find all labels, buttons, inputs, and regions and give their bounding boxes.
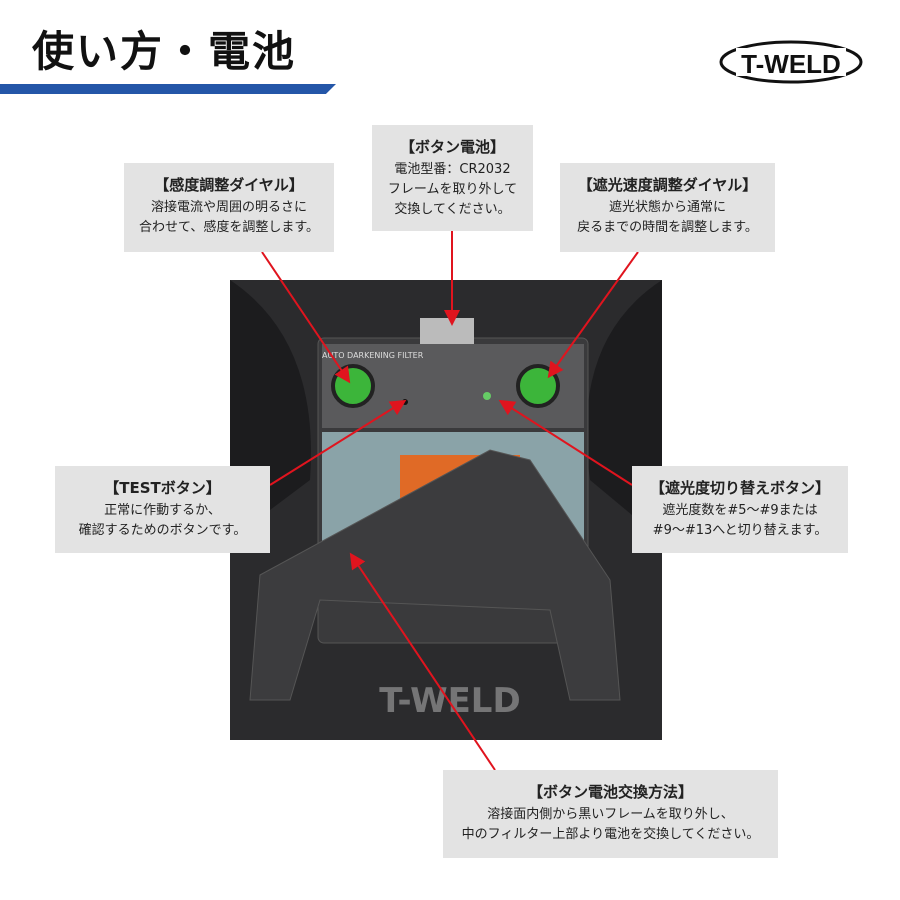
callout-title: 【感度調整ダイヤル】 — [154, 176, 304, 194]
callout-title: 【ボタン電池交換方法】 — [527, 783, 693, 801]
callout-title: 【ボタン電池】 — [399, 138, 505, 156]
callout-text: 交換してください。 — [394, 202, 511, 217]
callout-text: 遮光度数を#5～#9または — [662, 503, 818, 518]
callout-text: #9～#13へと切り替えます。 — [652, 523, 828, 538]
callout-text: 正常に作動するか、 — [104, 503, 221, 518]
filter-label: AUTO DARKENING FILTER — [322, 351, 424, 360]
brand-logo: T-WELD — [716, 36, 866, 86]
callout-text: 溶接電流や周囲の明るさに — [150, 200, 307, 215]
callout-title: 【遮光度切り替えボタン】 — [649, 479, 830, 497]
callout-text: 中のフィルター上部より電池を交換してください。 — [461, 827, 760, 842]
callout-shade-button: 【遮光度切り替えボタン】 遮光度数を#5～#9または #9～#13へと切り替えま… — [632, 466, 848, 553]
callout-text: 合わせて、感度を調整します。 — [138, 220, 320, 235]
title-underline — [0, 84, 336, 94]
callout-text: 電池型番：CR2032 — [394, 162, 511, 177]
callout-battery-replacement: 【ボタン電池交換方法】 溶接面内側から黒いフレームを取り外し、 中のフィルター上… — [443, 770, 778, 858]
callout-text: 溶接面内側から黒いフレームを取り外し、 — [487, 807, 734, 822]
shade-button[interactable] — [483, 392, 491, 400]
callout-text: 戻るまでの時間を調整します。 — [577, 220, 758, 235]
callout-battery: 【ボタン電池】 電池型番：CR2032 フレームを取り外して 交換してください。 — [372, 125, 533, 231]
callout-text: フレームを取り外して — [387, 182, 518, 197]
page-title: 使い方・電池 — [32, 27, 297, 76]
callout-delay-dial: 【遮光速度調整ダイヤル】 遮光状態から通常に 戻るまでの時間を調整します。 — [560, 163, 775, 252]
logo-text: T-WELD — [741, 49, 841, 79]
callout-text: 確認するためのボタンです。 — [78, 523, 247, 538]
callout-sensitivity-dial: 【感度調整ダイヤル】 溶接電流や周囲の明るさに 合わせて、感度を調整します。 — [124, 163, 334, 252]
callout-title: 【遮光速度調整ダイヤル】 — [577, 176, 758, 194]
callout-title: 【TESTボタン】 — [104, 479, 221, 497]
callout-text: 遮光状態から通常に — [608, 200, 726, 215]
callout-test-button: 【TESTボタン】 正常に作動するか、 確認するためのボタンです。 — [55, 466, 270, 553]
